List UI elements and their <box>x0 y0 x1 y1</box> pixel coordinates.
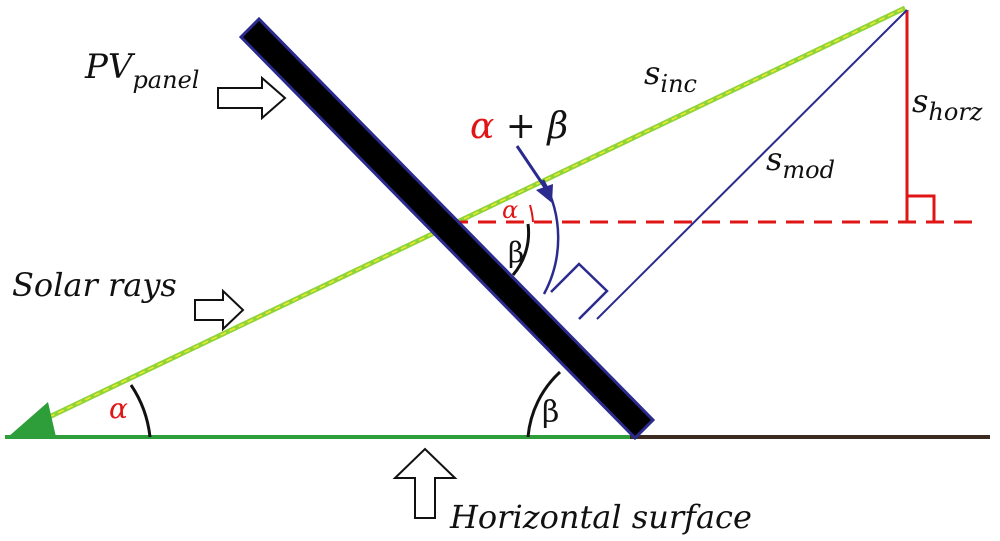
s-horz-label: shorz <box>912 82 983 126</box>
solar-rays-pointer-arrow <box>194 288 245 332</box>
alpha-plus-beta-pointer <box>515 145 550 193</box>
beta-lower-label: β <box>542 395 559 430</box>
solar-ray-arrowhead <box>8 402 56 437</box>
pv-panel <box>238 16 656 441</box>
beta-lower-arc <box>526 370 562 438</box>
s-mod-line <box>596 9 908 320</box>
alpha-upper-arc <box>529 204 534 223</box>
s-mod-right-angle-marker <box>550 262 609 320</box>
alpha-plus-beta-label: α + β <box>470 106 568 147</box>
solar-rays-label: Solar rays <box>12 266 177 304</box>
beta-upper-arc <box>511 223 531 276</box>
beta-upper-label: β <box>508 236 524 269</box>
alpha-plus-beta-pointer-head <box>536 184 553 203</box>
pv-panel-label: PVpanel <box>84 47 199 94</box>
s-mod-label: smod <box>766 140 835 184</box>
solar-ray-highlight <box>21 7 906 431</box>
s-horz-right-angle-marker <box>907 194 936 222</box>
alpha-upper-label: α <box>502 196 518 224</box>
pv-panel-pointer-arrow <box>217 75 287 121</box>
s-inc-label: sinc <box>644 54 697 98</box>
alpha-lower-arc <box>129 384 152 438</box>
alpha-lower-label: α <box>109 392 128 425</box>
horizontal-surface-label: Horizontal surface <box>449 498 752 536</box>
horizontal-surface-pointer-arrow <box>392 447 458 519</box>
